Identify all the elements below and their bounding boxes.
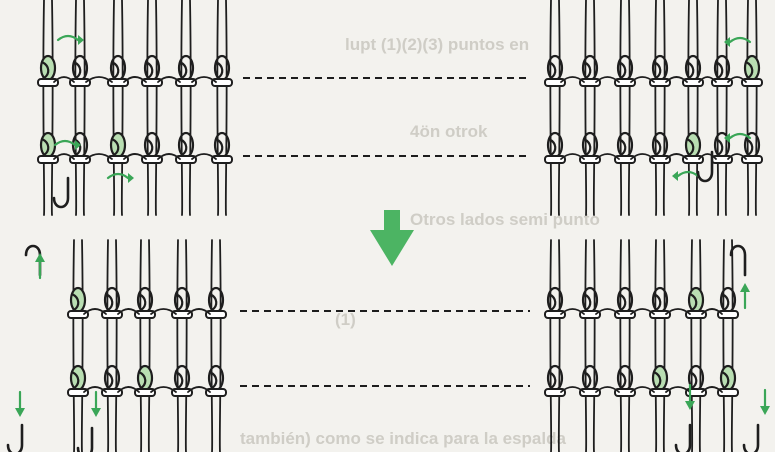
yarn-strand	[116, 240, 117, 452]
yarn-strand	[220, 240, 221, 452]
yarn-strand	[559, 240, 560, 452]
stitch-knot	[212, 156, 232, 163]
green-arrow-head	[35, 253, 45, 262]
yarn-strand	[181, 0, 182, 215]
yarn-strand	[75, 0, 76, 215]
green-arrow-head	[760, 406, 770, 415]
down-arrow-icon	[370, 210, 414, 266]
yarn-strand	[664, 0, 665, 215]
yarn-strand	[691, 240, 692, 452]
yarn-strand	[177, 240, 178, 452]
yarn-strand	[655, 240, 656, 452]
yarn-strand	[732, 240, 733, 452]
yarn-strand	[147, 0, 148, 215]
yarn-strand	[723, 240, 724, 452]
yarn-strand	[620, 240, 621, 452]
yarn-strand	[550, 0, 551, 215]
crochet-hook-icon	[78, 428, 92, 452]
yarn-strand	[700, 240, 701, 452]
curved-green-arrow-icon	[108, 174, 128, 178]
yarn-strand	[664, 240, 665, 452]
bg-text-line-3: Otros lados semi punto	[410, 210, 600, 229]
yarn-strand	[217, 0, 218, 215]
crochet-hook-icon	[8, 425, 22, 452]
yarn-strand	[122, 0, 123, 215]
yarn-strand	[211, 240, 212, 452]
crochet-hook-icon	[676, 425, 690, 452]
yarn-strand	[629, 240, 630, 452]
stitch-knot	[212, 79, 232, 86]
yarn-strand	[149, 240, 150, 452]
yarn-strand	[73, 240, 74, 452]
bg-text-line-4: (1)	[335, 310, 356, 329]
yarn-strand	[620, 0, 621, 215]
yarn-strand	[52, 0, 53, 215]
yarn-strand	[113, 0, 114, 215]
panel-top-right	[545, 0, 762, 215]
green-arrow-head	[128, 173, 134, 183]
yarn-strand	[190, 0, 191, 215]
yarn-strand	[156, 0, 157, 215]
bg-text-line-5: también) como se indica para la espalda	[240, 429, 566, 448]
yarn-strand	[594, 240, 595, 452]
yarn-strand	[697, 0, 698, 215]
yarn-strand	[726, 0, 727, 215]
curved-green-arrow-icon	[678, 172, 698, 176]
yarn-strand	[594, 0, 595, 215]
bg-text-line-1: lupt (1)(2)(3) puntos en	[345, 35, 529, 54]
panel-top-left	[38, 0, 232, 215]
bg-text-line-2: 4ön otrok	[410, 122, 488, 141]
green-arrow-head	[740, 283, 750, 292]
yarn-strand	[107, 240, 108, 452]
yarn-strand	[550, 240, 551, 452]
yarn-strand	[559, 0, 560, 215]
yarn-strand	[717, 0, 718, 215]
yarn-strand	[655, 0, 656, 215]
green-arrow-head	[78, 35, 84, 45]
green-arrow-head	[672, 171, 678, 181]
yarn-strand	[629, 0, 630, 215]
yarn-strand	[585, 0, 586, 215]
yarn-strand	[43, 0, 44, 215]
yarn-strand	[82, 240, 83, 452]
yarn-strand	[84, 0, 85, 215]
panel-bottom-left	[8, 240, 226, 452]
crochet-hook-icon	[744, 425, 758, 452]
yarn-strand	[747, 0, 748, 215]
green-arrow-head	[91, 408, 101, 417]
yarn-strand	[585, 240, 586, 452]
yarn-strand	[186, 240, 187, 452]
yarn-strand	[226, 0, 227, 215]
yarn-strand	[688, 0, 689, 215]
crochet-hook-icon	[54, 178, 68, 207]
yarn-strand	[140, 240, 141, 452]
green-arrow-head	[685, 401, 695, 410]
yarn-strand	[756, 0, 757, 215]
green-arrow-head	[15, 408, 25, 417]
panel-bottom-right	[545, 240, 770, 452]
